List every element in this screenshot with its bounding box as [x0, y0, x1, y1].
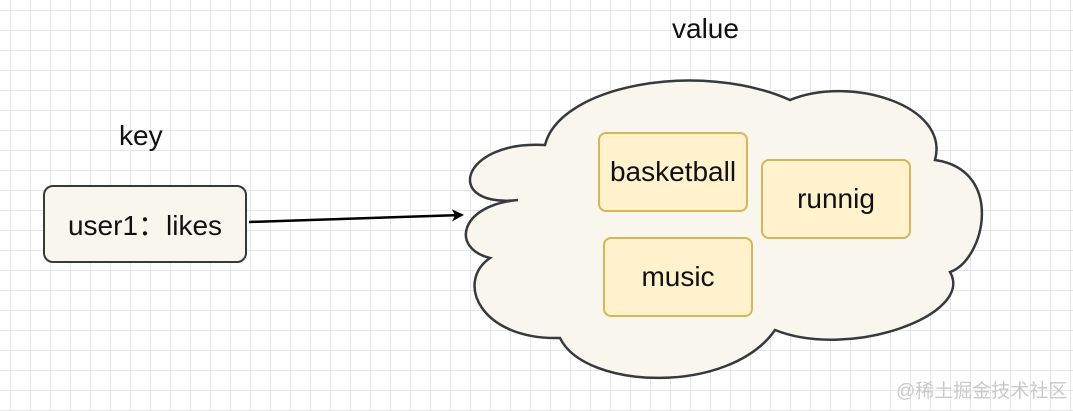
value-cloud	[464, 79, 984, 380]
key-label: key	[119, 120, 163, 151]
key-node: user1：likes	[43, 185, 247, 263]
value-item-label: runnig	[797, 183, 875, 214]
key-node-text: user1：likes	[67, 210, 223, 241]
value-item-basketball: basketball	[598, 132, 748, 212]
value-label: value	[672, 13, 739, 44]
value-item-label: basketball	[609, 156, 737, 187]
value-item-runnig: runnig	[761, 159, 911, 239]
watermark: @稀土掘金技术社区	[896, 381, 1068, 402]
key-to-value-arrow	[248, 209, 464, 224]
value-item-label: music	[641, 261, 715, 292]
value-item-music: music	[603, 237, 753, 317]
